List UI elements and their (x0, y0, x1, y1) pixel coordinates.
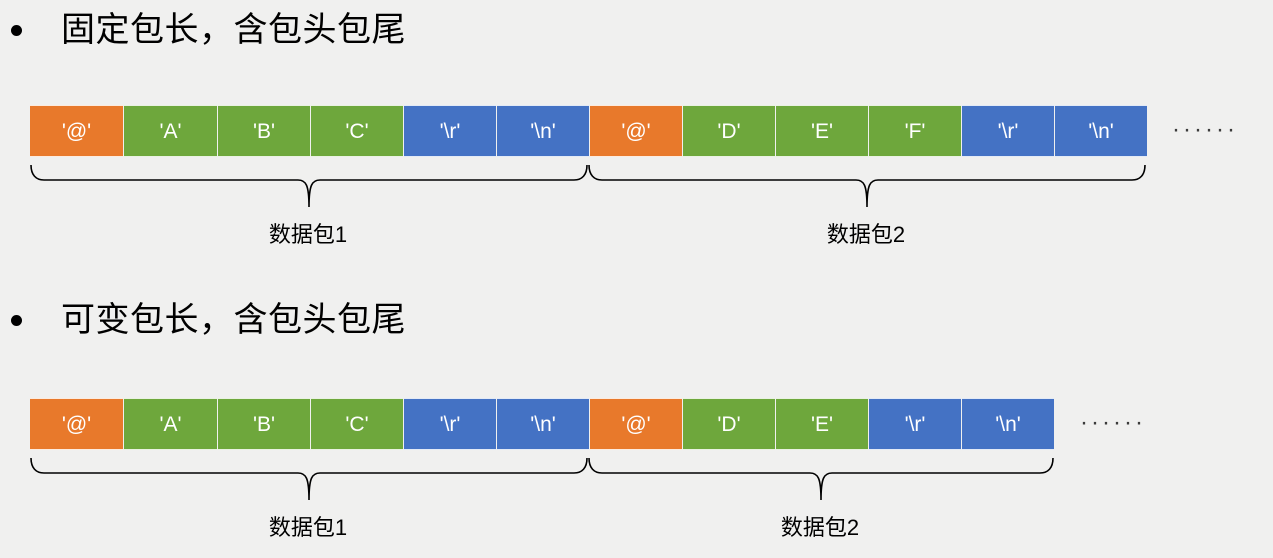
packet-cell-header: '@' (590, 105, 682, 157)
packet-label-2: 数据包2 (780, 515, 860, 540)
bullet-dot-icon (11, 314, 22, 326)
packet-cell-header: '@' (30, 105, 123, 157)
packet-cell-tail-lf: '\n' (1055, 105, 1147, 157)
bullet-dot-icon (11, 24, 22, 36)
packet-cell-payload: 'B' (218, 105, 310, 157)
packet-cell-tail-lf: '\n' (497, 105, 589, 157)
packet-cell-payload: 'A' (124, 105, 217, 157)
packet-brace-2 (586, 163, 1148, 209)
packet-brace-2 (586, 456, 1056, 502)
packet-cell-tail-cr: '\r' (404, 398, 496, 450)
packet-cell-tail-lf: '\n' (962, 398, 1054, 450)
continuation-ellipsis: ······ (1080, 409, 1146, 436)
packet-cell-tail-cr: '\r' (869, 398, 961, 450)
packet-cell-payload: 'C' (311, 398, 403, 450)
packet-cell-payload: 'D' (683, 398, 775, 450)
packet-brace-1 (28, 456, 590, 502)
packet-cell-header: '@' (590, 398, 682, 450)
packet-label-1: 数据包1 (268, 515, 348, 540)
packet-bar-fixed-length: '@' 'A' 'B' 'C' '\r' '\n' '@' 'D' 'E' 'F… (30, 105, 1147, 157)
packet-bar-variable-length: '@' 'A' 'B' 'C' '\r' '\n' '@' 'D' 'E' '\… (30, 398, 1054, 450)
packet-cell-payload: 'E' (776, 398, 868, 450)
bullet-label-variable-length: 可变包长，含包头包尾 (61, 301, 406, 339)
packet-label-2: 数据包2 (826, 222, 906, 247)
packet-cell-tail-cr: '\r' (962, 105, 1054, 157)
packet-cell-header: '@' (30, 398, 123, 450)
continuation-ellipsis: ······ (1172, 116, 1238, 143)
packet-cell-payload: 'E' (776, 105, 868, 157)
packet-cell-payload: 'C' (311, 105, 403, 157)
packet-cell-tail-cr: '\r' (404, 105, 496, 157)
packet-cell-tail-lf: '\n' (497, 398, 589, 450)
packet-cell-payload: 'D' (683, 105, 775, 157)
bullet-item-fixed-length: 固定包长，含包头包尾 (11, 10, 406, 50)
bullet-item-variable-length: 可变包长，含包头包尾 (11, 300, 406, 340)
packet-cell-payload: 'A' (124, 398, 217, 450)
bullet-label-fixed-length: 固定包长，含包头包尾 (61, 11, 406, 49)
packet-brace-1 (28, 163, 590, 209)
packet-label-1: 数据包1 (268, 222, 348, 247)
packet-cell-payload: 'F' (869, 105, 961, 157)
packet-cell-payload: 'B' (218, 398, 310, 450)
